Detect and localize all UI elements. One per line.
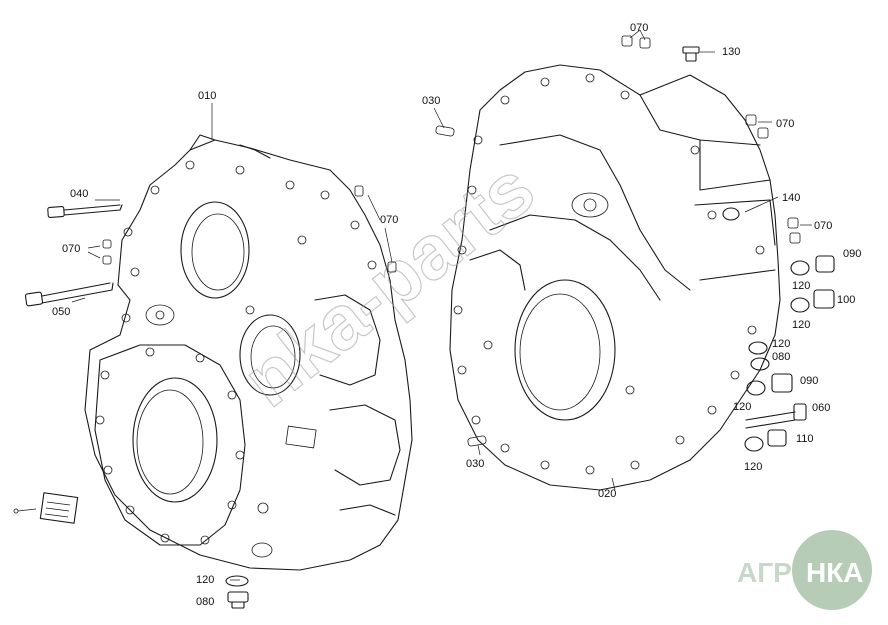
pins-070-left bbox=[102, 185, 397, 273]
label-020: 020 bbox=[598, 488, 616, 500]
pins-070-top bbox=[621, 35, 801, 244]
label-090-upper: 090 bbox=[843, 248, 861, 260]
label-110: 110 bbox=[796, 433, 814, 445]
label-140: 140 bbox=[782, 192, 800, 204]
label-090-lower: 090 bbox=[800, 375, 818, 387]
dowel-030 bbox=[435, 125, 487, 447]
label-100: 100 bbox=[837, 294, 855, 306]
label-120-bottom: 120 bbox=[196, 574, 214, 586]
bolt-040 bbox=[47, 204, 123, 218]
housing-010-drawing bbox=[84, 134, 413, 571]
label-120-e: 120 bbox=[744, 461, 762, 473]
nameplate bbox=[13, 492, 79, 524]
label-080-bottom: 080 bbox=[196, 596, 214, 608]
label-120-c: 120 bbox=[772, 338, 790, 350]
label-040: 040 bbox=[70, 188, 88, 200]
plug-080-bottom bbox=[225, 575, 249, 609]
label-120-a: 120 bbox=[792, 280, 810, 292]
label-070-left-lower: 070 bbox=[62, 243, 80, 255]
housing-020-drawing bbox=[449, 64, 781, 491]
label-120-d: 120 bbox=[733, 401, 751, 413]
agronka-logo: АГРО НКА bbox=[737, 530, 872, 610]
logo-text-right: НКА bbox=[806, 557, 864, 588]
logo-circle bbox=[792, 530, 872, 610]
label-080-right: 080 bbox=[772, 351, 790, 363]
label-010: 010 bbox=[198, 90, 216, 102]
label-130: 130 bbox=[722, 46, 740, 58]
plug-130 bbox=[682, 46, 700, 62]
bolt-050 bbox=[24, 282, 114, 307]
plug-140 bbox=[722, 207, 740, 221]
plugs-and-rings-right bbox=[744, 255, 835, 452]
label-070-right-upper: 070 bbox=[776, 118, 794, 130]
label-050: 050 bbox=[52, 306, 70, 318]
label-070-left-upper: 070 bbox=[380, 214, 398, 226]
label-120-b: 120 bbox=[792, 319, 810, 331]
watermark-text: nka-parts bbox=[228, 146, 550, 424]
label-030-top: 030 bbox=[422, 95, 440, 107]
label-030-bottom: 030 bbox=[466, 458, 484, 470]
label-060: 060 bbox=[812, 402, 830, 414]
leader-lines bbox=[71, 29, 812, 581]
part-labels: 010 020 030 030 040 050 060 070 070 070 … bbox=[52, 22, 861, 608]
label-070-right-lower: 070 bbox=[814, 220, 832, 232]
label-070-top: 070 bbox=[630, 22, 648, 34]
